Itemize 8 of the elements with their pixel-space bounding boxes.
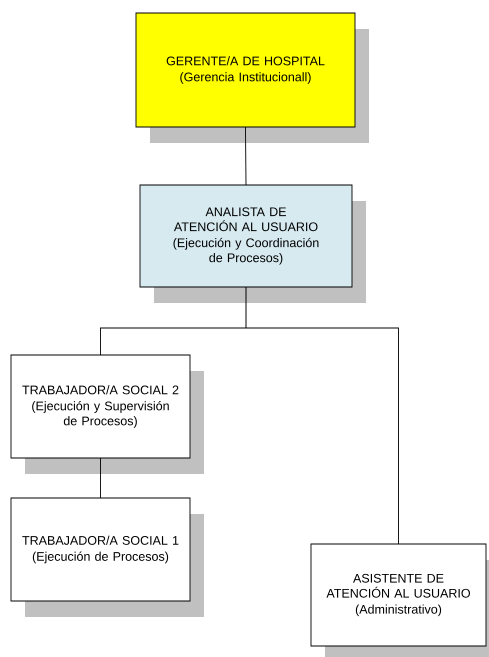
position-box: TRABAJADOR/A SOCIAL 2 (Ejecución y Supervisión de Procesos) bbox=[10, 354, 204, 474]
connector-line bbox=[100, 458, 101, 498]
position-box: ANALISTA DE ATENCIÓN AL USUARIO (Ejecución y Coordinación de Procesos) bbox=[140, 184, 366, 303]
connector-line bbox=[246, 287, 399, 544]
position-box: ASISTENTE DE ATENCIÓN AL USUARIO (Administrativo) bbox=[310, 544, 489, 657]
position-box: GERENTE/A DE HOSPITAL (Gerencia Institucionall) bbox=[136, 12, 369, 143]
position-box: TRABAJADOR/A SOCIAL 1 (Ejecución de Procesos) bbox=[10, 498, 204, 617]
connector-line bbox=[245, 127, 246, 185]
